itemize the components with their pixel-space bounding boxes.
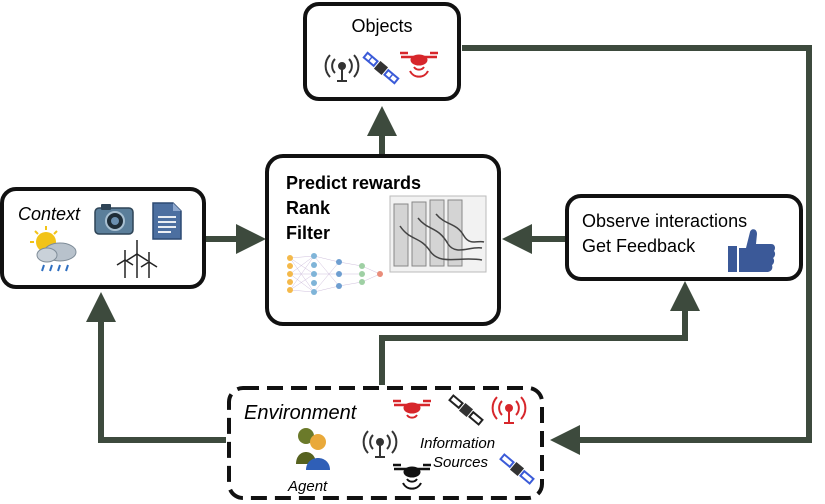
- arrow-objects-to-environment: [462, 45, 812, 455]
- context-box: Context: [0, 187, 206, 289]
- antenna-icon: [491, 396, 527, 424]
- agent-label: Agent: [287, 478, 328, 495]
- weather-icon: [30, 226, 77, 272]
- drone-icon: [393, 399, 431, 419]
- model-line-filter: Filter: [286, 223, 330, 243]
- satellite-icon: [448, 394, 484, 426]
- observe-box: Observe interactions Get Feedback: [565, 194, 803, 281]
- objects-title: Objects: [351, 16, 412, 36]
- agent-icon: [296, 428, 330, 470]
- antenna-icon: [362, 430, 398, 458]
- model-line-predict: Predict rewards: [286, 173, 421, 193]
- model-box: Predict rewards Rank Filter: [265, 154, 501, 326]
- information-sources-line1: Information: [420, 435, 495, 452]
- server-room-icon: [389, 195, 487, 273]
- objects-box: Objects: [303, 2, 461, 101]
- environment-title: Environment: [244, 402, 358, 424]
- connectors: [86, 45, 812, 455]
- satellite-icon: [499, 453, 535, 485]
- drone-icon: [400, 51, 438, 78]
- environment-box: Environment Agent: [227, 386, 544, 500]
- information-sources-line2: Sources: [433, 454, 489, 471]
- arrow-environment-to-observe: [379, 281, 700, 385]
- antenna-icon: [324, 54, 360, 82]
- camera-icon: [94, 204, 134, 235]
- wind-turbine-icon: [116, 240, 158, 278]
- thumbs-up-icon: [728, 229, 776, 272]
- observe-line-interactions: Observe interactions: [582, 211, 747, 231]
- drone-icon: [393, 463, 431, 490]
- arrow-environment-to-context: [86, 292, 226, 443]
- neural-network-icon: [287, 253, 383, 295]
- context-title: Context: [18, 204, 81, 224]
- document-icon: [152, 202, 182, 240]
- observe-line-feedback: Get Feedback: [582, 236, 696, 256]
- satellite-icon: [362, 51, 400, 85]
- model-line-rank: Rank: [286, 198, 331, 218]
